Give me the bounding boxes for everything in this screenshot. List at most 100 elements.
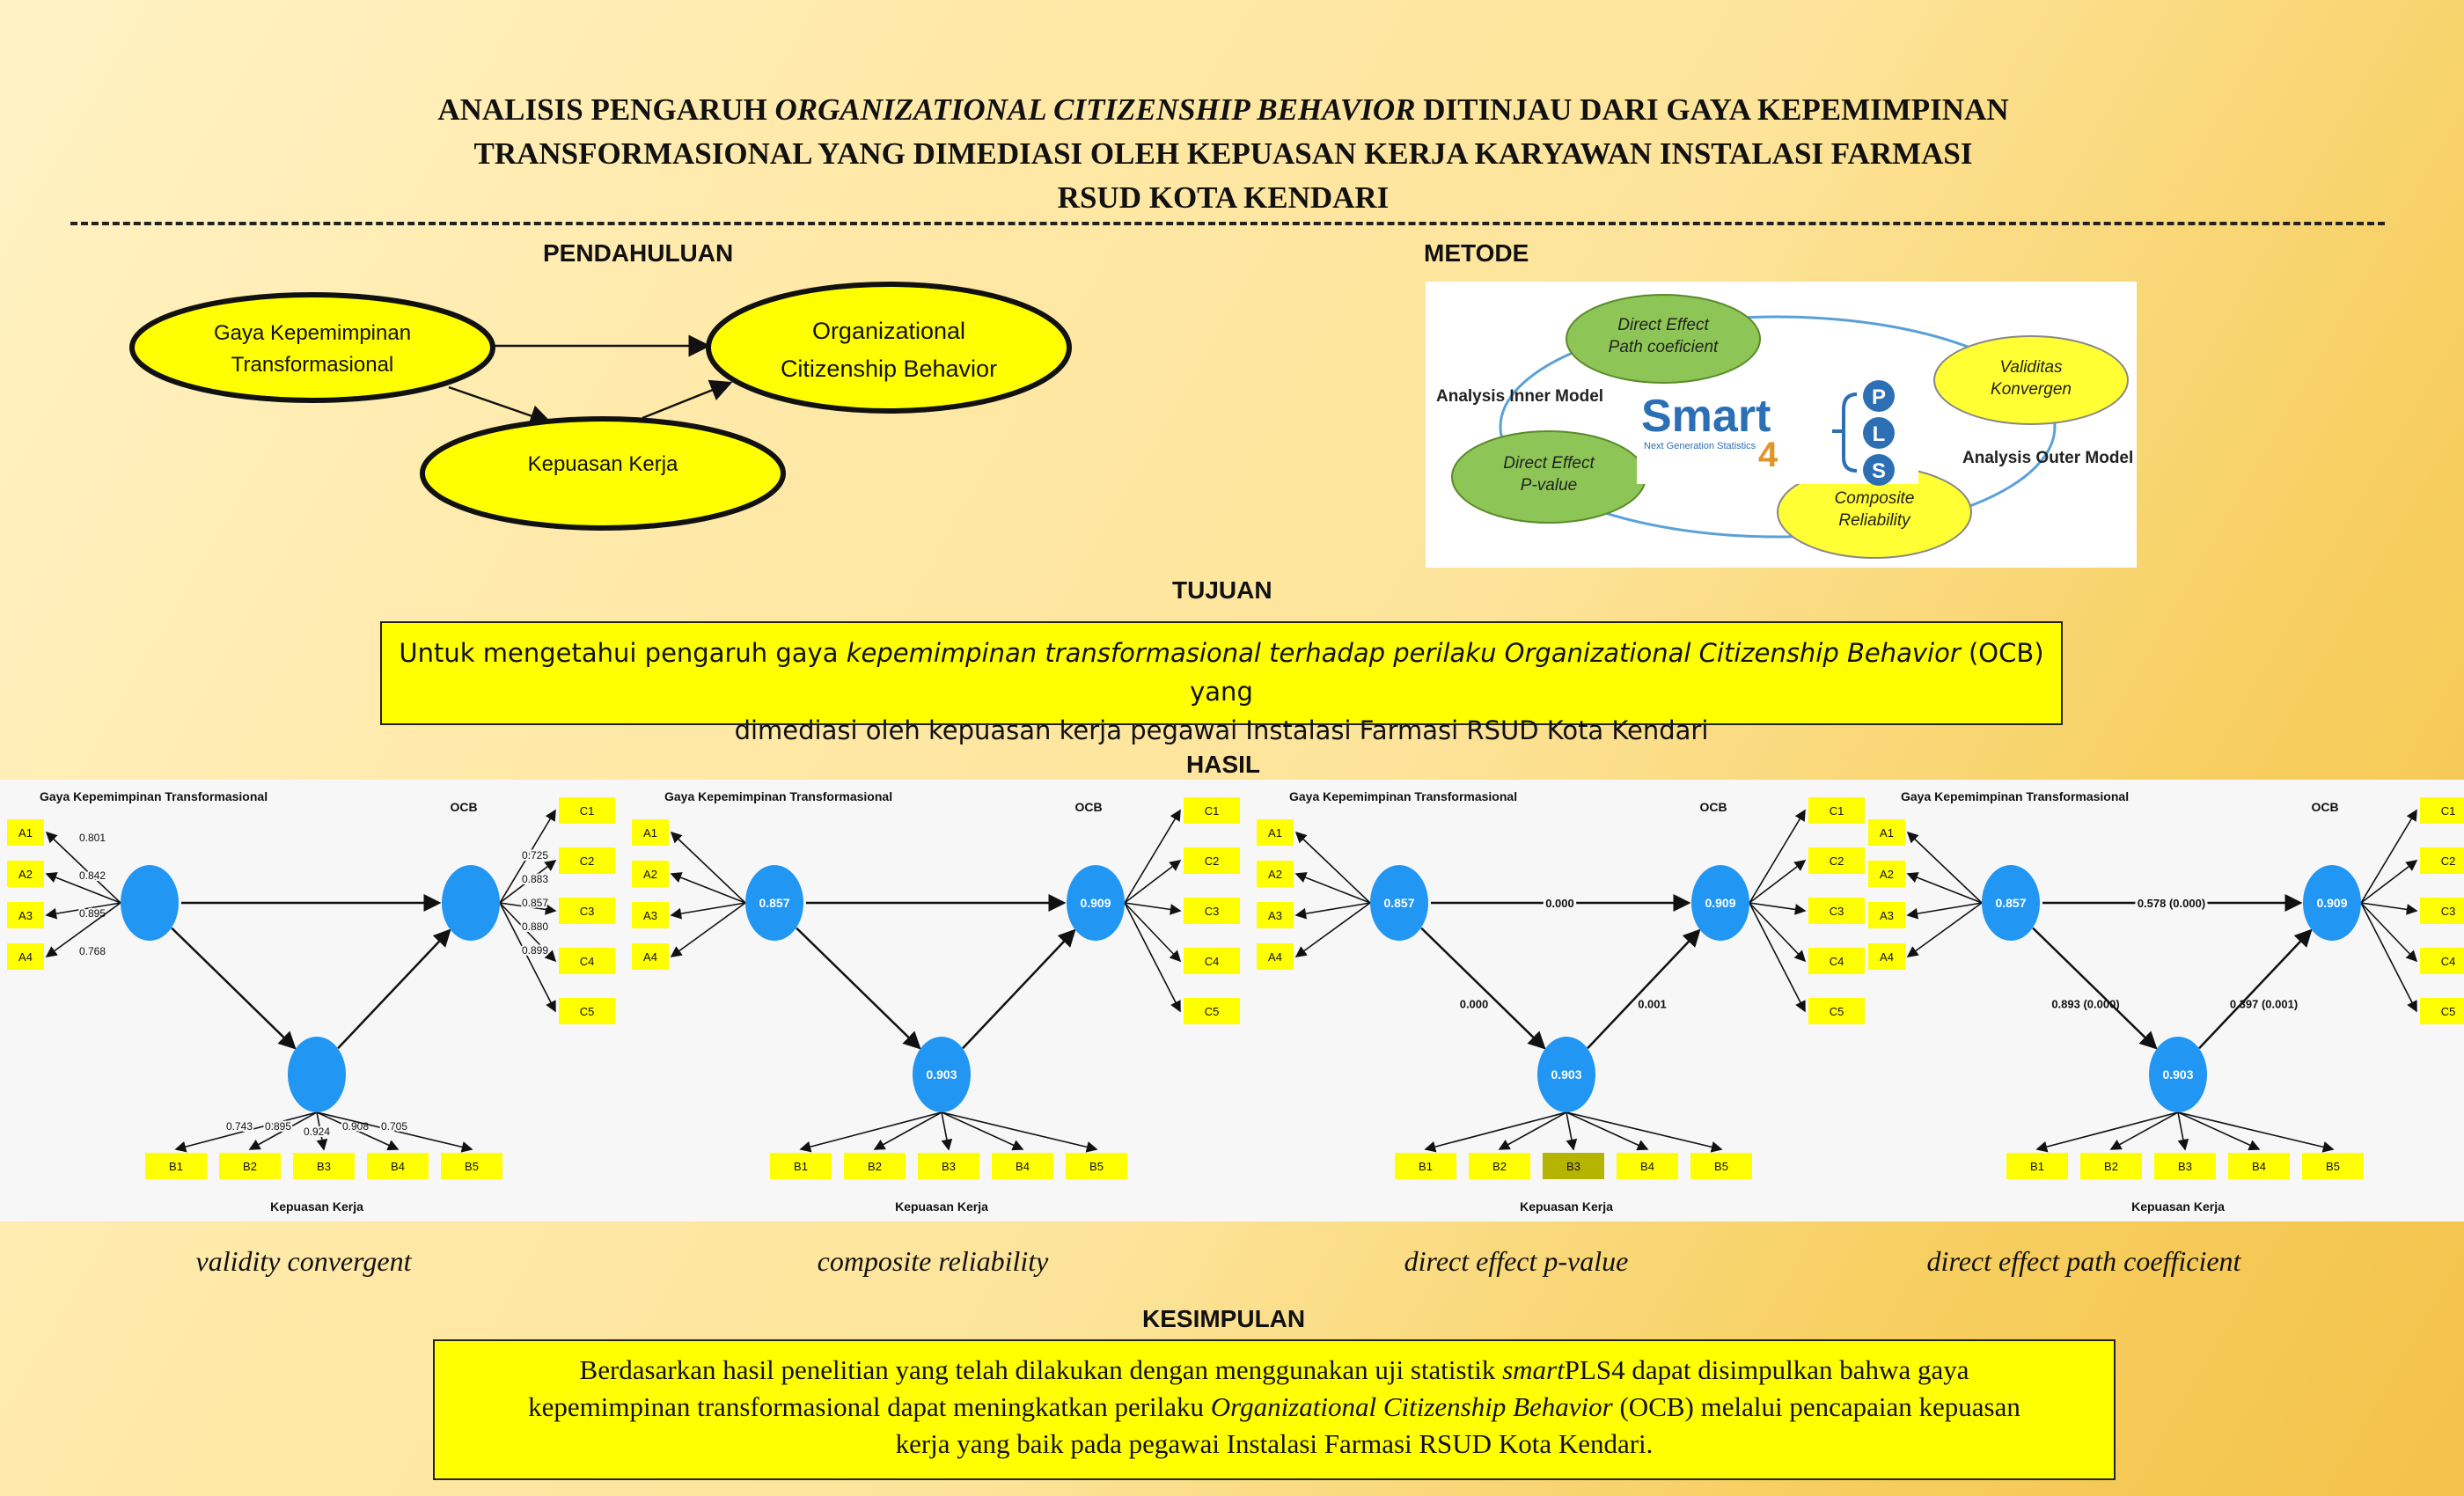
pendahuluan-heading: PENDAHULUAN xyxy=(543,239,734,267)
node-kepuasan-kerja xyxy=(420,416,786,531)
label-ocb: OCB xyxy=(450,800,477,814)
indicator-c-box xyxy=(1808,998,1865,1024)
tujuan-text: (OCB) yang xyxy=(1190,638,2044,707)
title-italic-part: ORGANIZATIONAL CITIZENSHIP BEHAVIOR xyxy=(774,92,1416,127)
indicator-b-box xyxy=(2302,1153,2364,1179)
loading-c: 0.880 xyxy=(522,920,548,933)
tujuan-text: Untuk mengetahui pengaruh gaya xyxy=(399,638,847,668)
indicator-b-label: B2 xyxy=(868,1160,882,1173)
indicator-c-box xyxy=(559,797,615,824)
indicator-a-box xyxy=(7,902,44,928)
arrow-indicator-a xyxy=(670,902,746,957)
arrow-indicator-a xyxy=(1906,831,1983,904)
pls-letter-l-bg xyxy=(1863,417,1895,449)
arrow-indicator-a xyxy=(670,902,746,920)
indicator-a-box xyxy=(1868,943,1905,970)
arrow-indicator-b xyxy=(316,1111,328,1151)
indicator-a-label: A4 xyxy=(18,950,33,964)
arrow-indicator-a xyxy=(1294,872,1371,904)
path-value-gaya-kepuasan: 0.000 xyxy=(1460,998,1489,1011)
path-kepuasan-ocb xyxy=(962,928,1076,1050)
latent-kepuasan-value: 0.903 xyxy=(1551,1067,1581,1082)
title-line-2: TRANSFORMASIONAL YANG DIMEDIASI OLEH KEP… xyxy=(473,136,1973,171)
indicator-b-label: B3 xyxy=(942,1160,956,1173)
arrow-indicator-c xyxy=(1124,809,1181,904)
indicator-a-box xyxy=(632,902,669,928)
indicator-c-box xyxy=(2420,847,2464,874)
indicator-c-box xyxy=(1184,998,1240,1024)
latent-ocb xyxy=(2303,865,2361,941)
pls-letter-l: L xyxy=(1873,422,1886,446)
indicator-c-box xyxy=(559,847,615,874)
indicator-b-box xyxy=(1617,1153,1678,1179)
kesimpulan-text: Berdasarkan hasil penelitian yang telah … xyxy=(579,1354,1503,1385)
arrow-indicator-c xyxy=(1749,860,1807,904)
label-gaya: Gaya Kepemimpinan Transformasional xyxy=(1289,789,1517,803)
indicator-b-label: B1 xyxy=(794,1160,808,1173)
indicator-c-box xyxy=(1808,797,1865,824)
indicator-b-box xyxy=(441,1153,502,1179)
arrow-indicator-a xyxy=(670,831,746,904)
arrow-indicator-b xyxy=(1566,1111,1723,1153)
label-ocb: OCB xyxy=(1074,800,1102,814)
arrow-indicator-c xyxy=(1124,860,1182,904)
path-kepuasan-ocb xyxy=(2198,928,2313,1050)
metode-diagram: Direct Effect Path coeficient Validitas … xyxy=(1436,294,2133,559)
indicator-a-box xyxy=(7,861,44,887)
tujuan-text: dimediasi oleh kepuasan kerja pegawai In… xyxy=(734,715,1709,745)
node-gaya-kepemimpinan xyxy=(129,292,495,403)
label-kepuasan: Kepuasan Kerja xyxy=(2131,1199,2225,1214)
kesimpulan-text-italic: Organizational Citizenship Behavior xyxy=(1210,1391,1613,1422)
latent-gaya xyxy=(745,865,803,941)
arrow-kepuasan-ocb xyxy=(642,379,733,420)
title-line-3: RSUD KOTA KENDARI xyxy=(1057,180,1390,215)
indicator-b-box xyxy=(367,1153,429,1179)
smartpls-bracket xyxy=(1842,392,1858,473)
indicator-c-label: C5 xyxy=(1205,1005,1220,1018)
metode-ring xyxy=(1499,315,2057,539)
node-kepuasan-label: Kepuasan Kerja xyxy=(528,452,678,476)
panel-caption: direct effect p-value xyxy=(1404,1245,1629,1277)
indicator-c-label: C1 xyxy=(1205,804,1220,818)
indicator-b-box xyxy=(1066,1153,1127,1179)
path-gaya-kepuasan xyxy=(796,927,921,1050)
indicator-b-box xyxy=(844,1153,906,1179)
arrow-indicator-c xyxy=(1124,902,1181,1013)
arrow-indicator-c xyxy=(2360,902,2418,963)
indicator-b-box xyxy=(1690,1153,1752,1179)
arrow-indicator-b xyxy=(2177,1111,2335,1153)
indicator-a-box xyxy=(7,943,44,970)
indicator-b-box xyxy=(2006,1153,2068,1179)
arrow-indicator-b xyxy=(2177,1111,2261,1151)
arrow-indicator-c xyxy=(1749,902,1807,963)
analysis-outer-label: Analysis Outer Model xyxy=(1962,449,2133,467)
indicator-a-label: A1 xyxy=(1880,826,1894,840)
title-part: ANALISIS PENGARUH xyxy=(437,92,775,127)
arrow-indicator-c xyxy=(2360,860,2418,904)
indicator-b-label: B5 xyxy=(465,1160,479,1173)
indicator-b-label: B3 xyxy=(317,1160,331,1173)
indicator-a-box xyxy=(1257,943,1294,970)
indicator-a-label: A1 xyxy=(1268,826,1282,840)
indicator-a-box xyxy=(7,819,44,846)
indicator-b-box xyxy=(219,1153,281,1179)
latent-kepuasan xyxy=(288,1037,346,1112)
indicator-c-label: C5 xyxy=(2441,1005,2456,1018)
indicator-a-label: A3 xyxy=(1268,909,1282,922)
arrow-indicator-a xyxy=(45,831,121,904)
latent-kepuasan xyxy=(913,1037,971,1112)
arrow-indicator-a xyxy=(1294,902,1371,957)
panel-caption: validity convergent xyxy=(195,1245,412,1277)
indicator-b-label: B4 xyxy=(2252,1160,2266,1173)
indicator-c-box xyxy=(1184,948,1240,974)
kesimpulan-text: kerja yang baik pada pegawai Instalasi F… xyxy=(895,1428,1654,1459)
indicator-a-box xyxy=(1257,819,1294,846)
indicator-c-label: C3 xyxy=(2441,905,2456,918)
arrow-gaya-kepuasan xyxy=(448,385,553,427)
indicator-c-label: C5 xyxy=(580,1005,595,1018)
indicator-c-box xyxy=(2420,998,2464,1024)
indicator-c-box xyxy=(1184,797,1240,824)
indicator-b-label: B3 xyxy=(2178,1160,2192,1173)
indicator-a-label: A1 xyxy=(643,826,657,840)
arrow-indicator-b xyxy=(174,1111,318,1153)
